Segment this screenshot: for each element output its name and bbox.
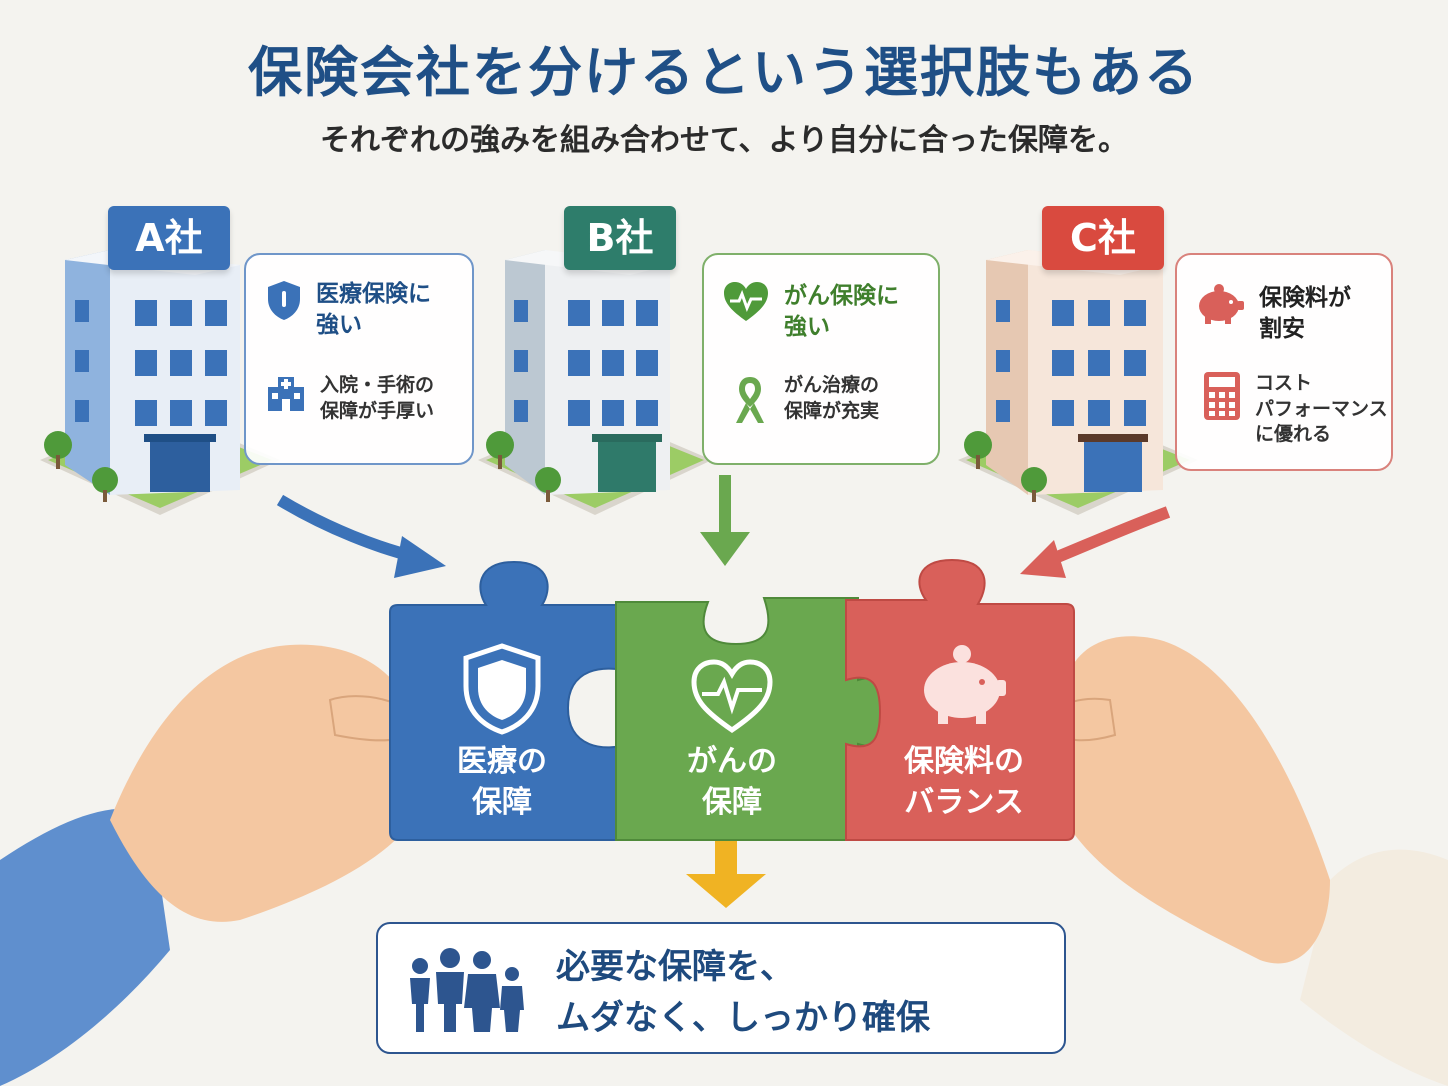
company-c-detail-3: に優れる bbox=[1255, 423, 1332, 446]
arrow-result bbox=[686, 840, 766, 908]
company-b-card: がん保険に 強い がん治療の 保障が充実 bbox=[702, 253, 940, 465]
company-b-headline-1: がん保険に bbox=[784, 283, 899, 309]
piggy-bank-icon bbox=[1199, 284, 1244, 324]
puzzle-label-cancer: がんの 保障 bbox=[687, 744, 777, 820]
result-message: 必要な保障を、 ムダなく、しっかり確保 bbox=[556, 942, 930, 1044]
company-a-detail-1: 入院・手術の bbox=[320, 374, 435, 396]
company-a-headline-2: 強い bbox=[316, 312, 362, 339]
company-b-detail-1: がん治療の bbox=[784, 374, 880, 396]
company-c-card: 保険料が 割安 コスト パフォーマンス に優れる bbox=[1175, 253, 1393, 471]
company-b-sign: B社 bbox=[564, 206, 676, 270]
page-subtitle: それぞれの強みを組み合わせて、より自分に合った保障を。 bbox=[320, 123, 1128, 158]
result-line-2: ムダなく、しっかり確保 bbox=[556, 998, 930, 1038]
right-hand bbox=[1048, 636, 1448, 1086]
hospital-icon bbox=[268, 377, 304, 411]
family-icon bbox=[410, 948, 524, 1032]
company-a-headline-1: 医療保険に bbox=[316, 281, 431, 307]
result-box: 必要な保障を、 ムダなく、しっかり確保 bbox=[376, 922, 1066, 1054]
company-c-detail-2: パフォーマンス bbox=[1255, 397, 1388, 420]
heart-pulse-icon bbox=[691, 659, 773, 734]
ribbon-icon bbox=[736, 377, 764, 423]
shield-icon bbox=[463, 643, 541, 735]
company-a-card: 医療保険に 強い 入院・手術の 保障が手厚い bbox=[244, 253, 474, 465]
arrow-c bbox=[1020, 506, 1171, 578]
company-c-headline-2: 割安 bbox=[1259, 316, 1305, 343]
company-b-detail-2: 保障が充実 bbox=[784, 399, 880, 422]
puzzle-label-premium: 保険料の バランス bbox=[904, 744, 1024, 820]
company-b-headline-2: 強い bbox=[784, 314, 830, 341]
company-a-sign: A社 bbox=[108, 206, 230, 270]
arrow-a bbox=[276, 494, 446, 578]
company-a-detail-2: 保障が手厚い bbox=[320, 399, 435, 422]
left-hand bbox=[0, 644, 422, 1086]
company-c-detail-1: コスト bbox=[1255, 372, 1313, 394]
company-c-sign: C社 bbox=[1042, 206, 1164, 270]
building-a bbox=[40, 250, 280, 515]
arrow-b bbox=[700, 475, 750, 566]
calculator-icon bbox=[1204, 372, 1240, 420]
heart-pulse-icon bbox=[724, 282, 768, 321]
company-c-headline-1: 保険料が bbox=[1259, 285, 1351, 311]
page-title: 保険会社を分けるという選択肢もある bbox=[248, 41, 1200, 104]
piggy-bank-icon bbox=[924, 645, 1006, 724]
result-line-1: 必要な保障を、 bbox=[556, 947, 794, 987]
puzzle-label-medical: 医療の 保障 bbox=[457, 744, 547, 820]
shield-icon bbox=[268, 281, 300, 320]
